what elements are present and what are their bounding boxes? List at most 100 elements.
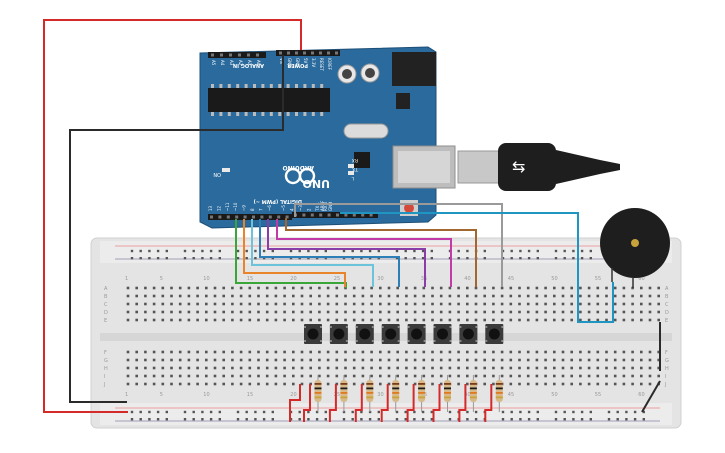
hole: [178, 382, 182, 386]
rail-hole: [351, 249, 354, 253]
wire-pin-gray[interactable]: [294, 203, 503, 287]
hole: [587, 350, 591, 354]
rail-hole: [448, 410, 452, 414]
pushbutton[interactable]: [433, 324, 452, 344]
pushbutton[interactable]: [459, 324, 478, 344]
pushbutton[interactable]: [329, 324, 348, 344]
resistor[interactable]: [328, 375, 348, 422]
wire-res-link[interactable]: [380, 384, 389, 422]
hole: [135, 286, 138, 290]
pushbutton[interactable]: [355, 324, 374, 344]
column-number-bottom: 20: [290, 392, 296, 398]
resistor[interactable]: [484, 375, 503, 422]
row-letter: J: [103, 382, 105, 388]
hole: [500, 366, 504, 370]
hole: [257, 302, 260, 306]
column-number-bottom: 60: [638, 392, 644, 398]
pushbutton[interactable]: [304, 324, 322, 344]
hole: [326, 350, 330, 354]
wire-buzzer-teal[interactable]: [340, 212, 614, 323]
pushbutton-cap: [488, 328, 500, 340]
hole: [283, 310, 286, 314]
rail-hole: [254, 418, 257, 421]
hole: [213, 382, 217, 386]
column-number-top: 40: [464, 276, 470, 282]
pushbutton[interactable]: [407, 324, 426, 344]
hole: [135, 302, 138, 306]
rail-hole: [156, 249, 160, 253]
hole: [570, 358, 573, 362]
resistor-band: [495, 396, 503, 399]
arduino-uno-board[interactable]: UNO ARDUINO ON RX TX L ANALOG IN POWER D…: [199, 46, 456, 229]
atmega-chip: [208, 88, 330, 112]
wire-pin-lightblue[interactable]: [251, 219, 374, 287]
hole: [170, 286, 173, 290]
resistor[interactable]: [432, 375, 452, 422]
hole: [457, 294, 460, 298]
rail-hole: [536, 410, 539, 414]
chip-pin: [311, 84, 315, 88]
row-letter: H: [104, 366, 108, 372]
l-label: L: [351, 175, 354, 181]
rail-hole: [421, 257, 425, 260]
resistor[interactable]: [458, 375, 477, 422]
rail-hole: [271, 410, 274, 414]
wire-res-red-1[interactable]: [289, 384, 301, 422]
wire-pin-orange[interactable]: [243, 219, 346, 287]
hole: [326, 294, 330, 298]
resistor[interactable]: [380, 375, 400, 422]
hole: [335, 310, 339, 314]
hole: [300, 302, 304, 306]
header-pin: [287, 51, 290, 55]
wire-pin-brown[interactable]: [285, 218, 477, 287]
hole: [526, 294, 530, 298]
board-labels: UNO ARDUINO: [283, 164, 330, 190]
resistor[interactable]: [303, 375, 322, 422]
hole: [387, 302, 391, 306]
hole: [309, 294, 312, 298]
hole: [553, 382, 556, 386]
hole: [265, 302, 269, 306]
hole: [509, 318, 513, 322]
pushbutton[interactable]: [485, 324, 504, 344]
pushbutton[interactable]: [381, 324, 400, 344]
hole: [622, 302, 626, 306]
hole: [187, 310, 191, 314]
resistor[interactable]: [354, 375, 374, 422]
hole: [370, 350, 373, 354]
hole: [405, 318, 408, 322]
power-label: POWER: [287, 62, 308, 68]
chip-pin: [227, 84, 231, 88]
pushbutton-leg: [449, 340, 452, 342]
wire-res-link[interactable]: [484, 384, 493, 422]
wire-gnd-rail[interactable]: [641, 380, 661, 413]
wire-gnd-black[interactable]: [69, 55, 284, 403]
hole: [248, 294, 252, 298]
digital-pin-label: ~11: [225, 202, 230, 211]
wire-res-link[interactable]: [354, 384, 363, 422]
hole: [257, 318, 260, 322]
wire-pin-purple[interactable]: [267, 219, 426, 287]
reset-button[interactable]: [404, 203, 414, 213]
rail-hole: [192, 418, 195, 421]
wire-res-link[interactable]: [458, 384, 467, 422]
wire-5v-red[interactable]: [43, 19, 302, 413]
wire-res-link[interactable]: [303, 384, 311, 422]
pushbutton-leg: [475, 326, 478, 328]
hole: [613, 318, 617, 322]
resistor[interactable]: [406, 375, 426, 422]
wire-pin-magenta[interactable]: [276, 219, 452, 287]
hole: [274, 382, 278, 386]
rail-hole: [192, 249, 195, 253]
wire-res-link[interactable]: [328, 384, 337, 422]
hole: [544, 318, 547, 322]
usb-cable[interactable]: ⇆: [457, 143, 620, 191]
wire-pin-blue[interactable]: [259, 219, 400, 287]
digital-pin-label: ~9: [242, 205, 247, 211]
wire-res-link[interactable]: [432, 384, 441, 422]
chip-pin: [269, 84, 273, 88]
piezo-buzzer[interactable]: [600, 208, 670, 288]
wire-res-link[interactable]: [406, 384, 415, 422]
rail-hole: [245, 257, 248, 260]
rail-hole: [254, 257, 257, 260]
